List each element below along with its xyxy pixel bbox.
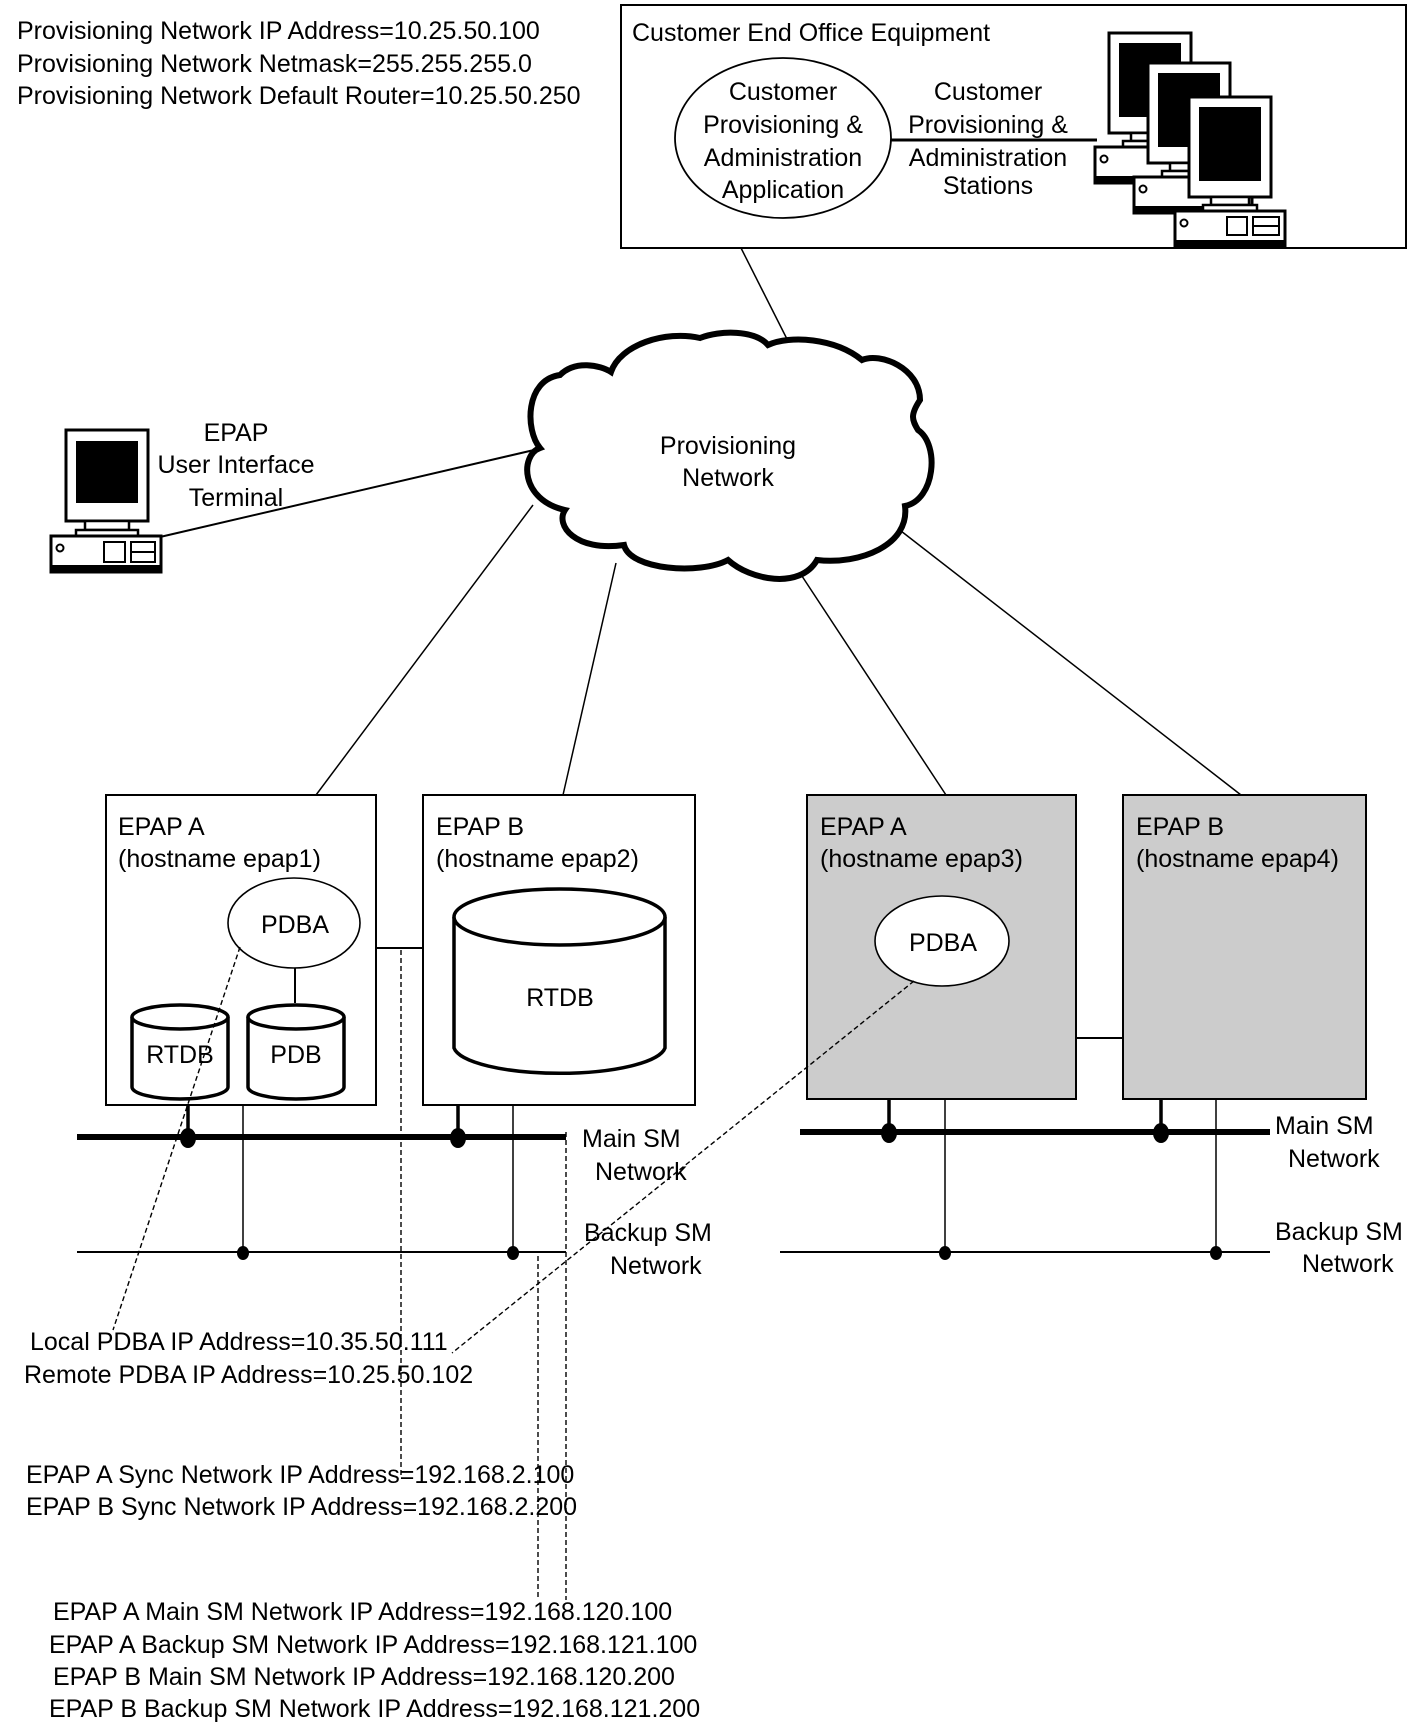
sm-address-a-main: EPAP A Main SM Network IP Address=192.16… bbox=[53, 1598, 672, 1626]
leader-lines bbox=[112, 946, 915, 1600]
remote-pdba-leader bbox=[451, 980, 915, 1354]
terminal-label-line-3: Terminal bbox=[189, 484, 283, 512]
epap-box-epap1: EPAP A (hostname epap1) PDBA RTDB PDB bbox=[105, 794, 377, 1106]
sm-address-a-backup: EPAP A Backup SM Network IP Address=192.… bbox=[49, 1631, 697, 1659]
rtdb-label: RTDB bbox=[146, 1041, 214, 1069]
sm-addresses: EPAP A Main SM Network IP Address=192.16… bbox=[49, 1598, 700, 1722]
provisioning-ip-label: Provisioning Network IP Address=10.25.50… bbox=[17, 17, 540, 45]
app-line-2: Provisioning & bbox=[703, 111, 863, 139]
epap1-main-node bbox=[180, 1128, 196, 1148]
main-sm-label-left-1: Main SM bbox=[582, 1125, 681, 1153]
backup-sm-label-right-2: Network bbox=[1302, 1250, 1394, 1278]
cloud-shape bbox=[524, 329, 935, 582]
epap2-backup-node bbox=[507, 1246, 519, 1260]
main-sm-label-left-2: Network bbox=[595, 1158, 687, 1186]
backup-sm-label-right-1: Backup SM bbox=[1275, 1218, 1403, 1246]
pdba-addresses: Local PDBA IP Address=10.35.50.111 Remot… bbox=[24, 1328, 473, 1389]
cloud-to-epap1-link bbox=[315, 504, 534, 796]
pdb-cylinder: PDB bbox=[246, 1003, 346, 1101]
terminal-computer-icon bbox=[49, 428, 163, 574]
office-to-cloud-link bbox=[740, 247, 791, 346]
stations-line-4: Stations bbox=[943, 172, 1033, 200]
app-line-1: Customer bbox=[729, 78, 837, 106]
pdb-label: PDB bbox=[270, 1041, 321, 1069]
provisioning-network-cloud: Provisioning Network bbox=[524, 329, 935, 582]
cloud-label-line-1: Provisioning bbox=[660, 432, 796, 460]
cloud-label-line-2: Network bbox=[682, 464, 774, 492]
epap-box-epap3: EPAP A (hostname epap3) PDBA bbox=[806, 794, 1077, 1100]
app-line-4: Application bbox=[722, 176, 844, 204]
epap1-backup-node bbox=[237, 1246, 249, 1260]
left-sm-networks: Main SM Network Backup SM Network bbox=[77, 1105, 712, 1280]
local-pdba-leader bbox=[112, 946, 241, 1331]
sync-address-b: EPAP B Sync Network IP Address=192.168.2… bbox=[26, 1493, 577, 1521]
stations-line-3: Administration bbox=[909, 144, 1067, 172]
epap-name: EPAP A bbox=[118, 813, 205, 841]
workstations-icon bbox=[1093, 31, 1287, 249]
sm-address-b-backup: EPAP B Backup SM Network IP Address=192.… bbox=[49, 1695, 700, 1722]
epap-hostname: (hostname epap2) bbox=[436, 845, 639, 873]
sync-addresses: EPAP A Sync Network IP Address=192.168.2… bbox=[26, 1461, 577, 1521]
pdba-label: PDBA bbox=[261, 911, 329, 939]
rtdb-label: RTDB bbox=[526, 984, 594, 1012]
terminal-label-line-2: User Interface bbox=[157, 451, 314, 479]
epap-frame bbox=[1122, 794, 1367, 1100]
app-line-3: Administration bbox=[704, 144, 862, 172]
epap-name: EPAP B bbox=[436, 813, 524, 841]
ui-terminal: EPAP User Interface Terminal bbox=[49, 419, 315, 574]
main-sm-label-right-1: Main SM bbox=[1275, 1112, 1374, 1140]
cloud-to-epap3-link bbox=[795, 566, 947, 796]
pdba-ellipse bbox=[874, 895, 1010, 987]
epap4-backup-node bbox=[1210, 1246, 1222, 1260]
rtdb-cylinder: RTDB bbox=[452, 887, 667, 1076]
epap-hostname: (hostname epap3) bbox=[820, 845, 1023, 873]
backup-sm-label-left-1: Backup SM bbox=[584, 1219, 712, 1247]
stations-line-1: Customer bbox=[934, 78, 1042, 106]
sync-address-a: EPAP A Sync Network IP Address=192.168.2… bbox=[26, 1461, 574, 1489]
epap-box-epap2: EPAP B (hostname epap2) RTDB bbox=[422, 794, 696, 1106]
cloud-to-epap2-link bbox=[562, 562, 617, 796]
epap-hostname: (hostname epap4) bbox=[1136, 845, 1339, 873]
local-pdba-address: Local PDBA IP Address=10.35.50.111 bbox=[30, 1328, 448, 1356]
epap3-backup-node bbox=[939, 1246, 951, 1260]
epap-box-epap4: EPAP B (hostname epap4) bbox=[1122, 794, 1367, 1100]
terminal-to-cloud-link bbox=[159, 449, 535, 538]
epap4-main-node bbox=[1153, 1123, 1169, 1143]
main-sm-label-right-2: Network bbox=[1288, 1145, 1380, 1173]
right-sm-networks: Main SM Network Backup SM Network bbox=[780, 1099, 1403, 1278]
cloud-to-epap4-link bbox=[891, 523, 1242, 796]
rtdb-cylinder: RTDB bbox=[130, 1003, 230, 1101]
provisioning-router-label: Provisioning Network Default Router=10.2… bbox=[17, 82, 581, 110]
customer-office-box: Customer End Office Equipment Customer P… bbox=[620, 4, 1407, 249]
workstation-icon bbox=[1173, 95, 1287, 249]
stations-line-2: Provisioning & bbox=[908, 111, 1068, 139]
epap-hostname: (hostname epap1) bbox=[118, 845, 321, 873]
provisioning-netmask-label: Provisioning Network Netmask=255.255.255… bbox=[17, 50, 532, 78]
customer-office-title: Customer End Office Equipment bbox=[632, 19, 990, 47]
backup-sm-label-left-2: Network bbox=[610, 1252, 702, 1280]
epap-name: EPAP A bbox=[820, 813, 907, 841]
remote-pdba-address: Remote PDBA IP Address=10.25.50.102 bbox=[24, 1361, 473, 1389]
epap-name: EPAP B bbox=[1136, 813, 1224, 841]
terminal-label-line-1: EPAP bbox=[204, 419, 269, 447]
epap3-main-node bbox=[881, 1123, 897, 1143]
sm-address-b-main: EPAP B Main SM Network IP Address=192.16… bbox=[53, 1663, 675, 1691]
provisioning-info: Provisioning Network IP Address=10.25.50… bbox=[17, 17, 581, 110]
customer-application-ellipse bbox=[674, 57, 892, 219]
epap2-main-node bbox=[450, 1128, 466, 1148]
pdba-label: PDBA bbox=[909, 929, 977, 957]
